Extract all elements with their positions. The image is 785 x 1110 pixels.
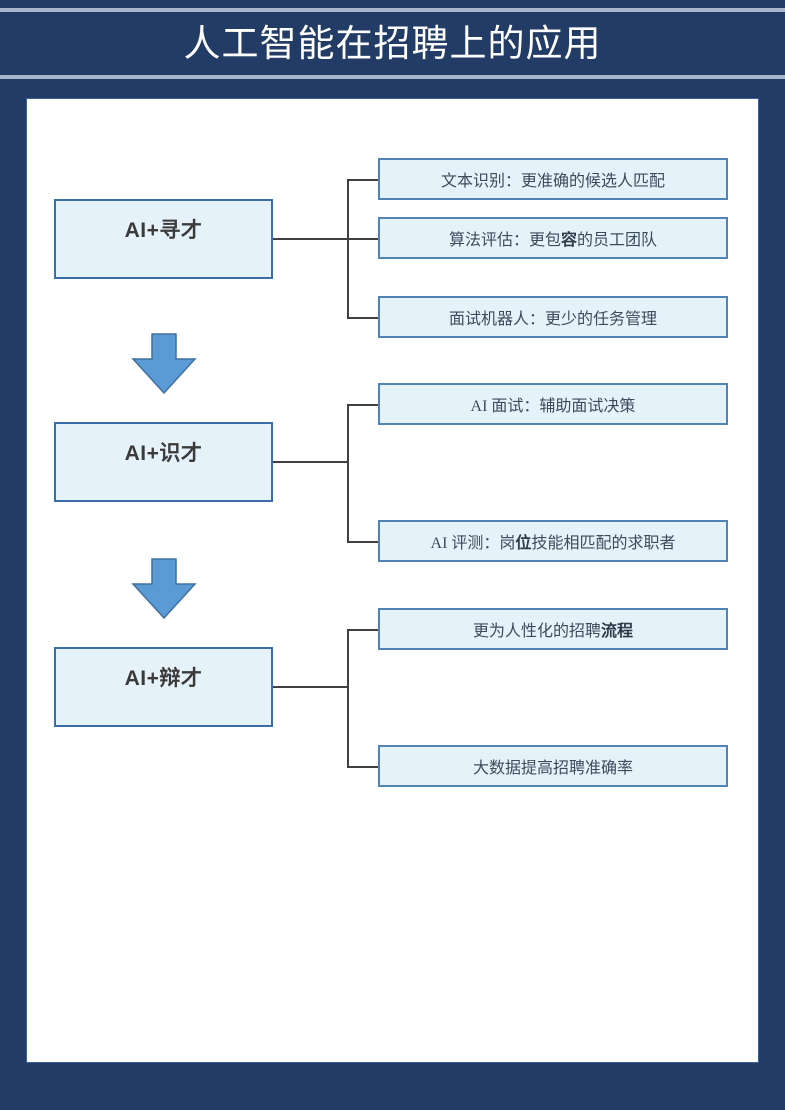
stage-label-1: AI+寻才 [124,219,203,242]
leaf-box-2-1[interactable]: AI 面试：辅助面试决策 [378,383,728,425]
slide-header: 人工智能在招聘上的应用 [0,0,785,90]
connector-trunk-2 [347,404,349,543]
stage-box-1[interactable]: AI+寻才 [54,199,273,279]
connector-branch-2-1 [347,404,379,406]
connector-branch-1-1 [347,179,379,181]
connector-branch-1-2 [347,238,379,240]
leaf-label-2-1: AI 面试：辅助面试决策 [470,398,636,415]
down-arrow-icon-1 [131,333,197,395]
connector-stem-1 [273,238,348,240]
header-rule-top [0,8,785,12]
leaf-label-1-3: 面试机器人：更少的任务管理 [448,311,657,328]
stage-label-3: AI+辩才 [124,667,203,690]
header-rule-bottom [0,75,785,79]
connector-trunk-3 [347,629,349,768]
down-arrow-icon-2 [131,558,197,620]
leaf-box-2-2[interactable]: AI 评测：岗位技能相匹配的求职者 [378,520,728,562]
stage-box-3[interactable]: AI+辩才 [54,647,273,727]
connector-stem-2 [273,461,348,463]
connector-branch-1-3 [347,317,379,319]
leaf-label-1-1: 文本识别：更准确的候选人匹配 [440,173,665,190]
leaf-box-3-2[interactable]: 大数据提高招聘准确率 [378,745,728,787]
connector-branch-3-2 [347,766,379,768]
leaf-box-3-1[interactable]: 更为人性化的招聘流程 [378,608,728,650]
page-title: 人工智能在招聘上的应用 [183,24,602,65]
leaf-box-1-2[interactable]: 算法评估：更包容的员工团队 [378,217,728,259]
stage-label-2: AI+识才 [124,442,203,465]
leaf-label-3-2: 大数据提高招聘准确率 [472,760,633,777]
leaf-label-1-2: 算法评估：更包容的员工团队 [448,232,658,249]
connector-branch-2-2 [347,541,379,543]
connector-trunk-1 [347,179,349,319]
leaf-box-1-1[interactable]: 文本识别：更准确的候选人匹配 [378,158,728,200]
connector-branch-3-1 [347,629,379,631]
leaf-label-2-2: AI 评测：岗位技能相匹配的求职者 [430,535,676,552]
stage-box-2[interactable]: AI+识才 [54,422,273,502]
leaf-label-3-1: 更为人性化的招聘流程 [472,623,634,640]
leaf-box-1-3[interactable]: 面试机器人：更少的任务管理 [378,296,728,338]
connector-stem-3 [273,686,348,688]
diagram-canvas: AI+寻才 文本识别：更准确的候选人匹配 算法评估：更包容的员工团队 面试机器人… [26,98,759,1063]
